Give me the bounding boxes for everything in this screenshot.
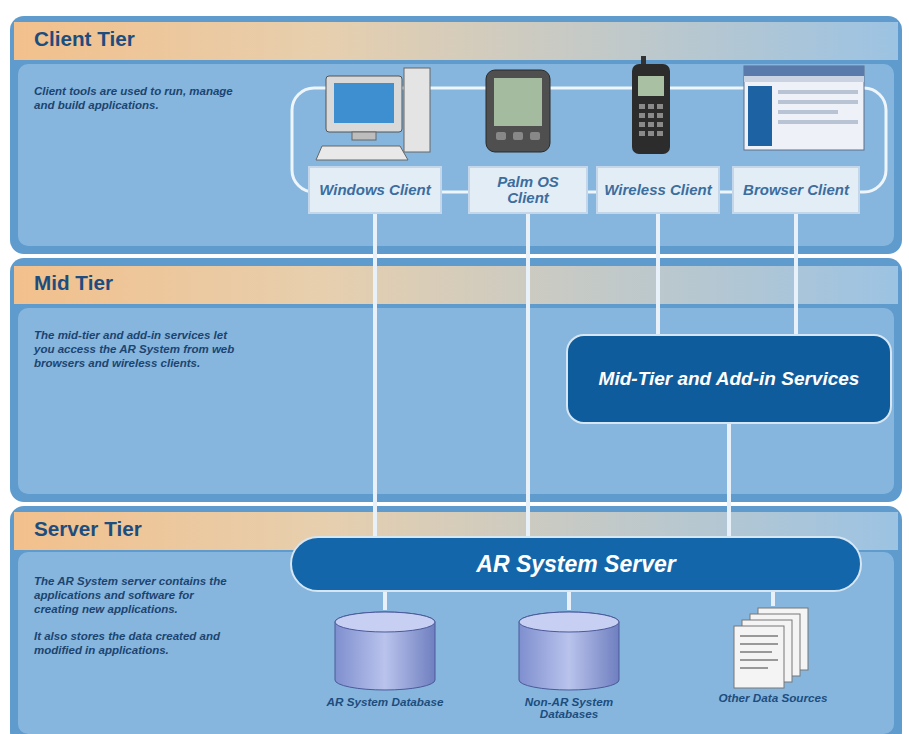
desktop-icon xyxy=(316,68,430,160)
client-box: Wireless Client xyxy=(596,166,720,214)
connector xyxy=(796,214,797,334)
node-label: Browser Client xyxy=(743,182,849,199)
connector xyxy=(375,214,376,536)
tier-panels xyxy=(10,16,902,734)
connector xyxy=(658,214,659,334)
tier-description: It also stores the data created and modi… xyxy=(34,630,239,658)
tier-heading: Client Tier xyxy=(18,18,290,51)
label-wrap: Browser Client xyxy=(743,182,849,199)
database-cylinder xyxy=(329,610,441,694)
label-wrap: Palm OS Client xyxy=(476,174,580,207)
node-label: Wireless Client xyxy=(604,182,711,199)
node-label: AR System Database xyxy=(320,696,450,708)
service-box: Mid-Tier and Add-in Services xyxy=(566,334,892,424)
tier-heading: Mid Tier xyxy=(18,262,290,295)
connector-line xyxy=(373,214,377,536)
database-cylinder xyxy=(513,610,625,694)
label-wrap: Wireless Client xyxy=(604,182,711,199)
connector-line xyxy=(567,592,571,610)
tier-band: Client TierClient tools are used to run,… xyxy=(18,18,290,250)
client-box: Palm OS Client xyxy=(468,166,588,214)
tier-band: Mid TierThe mid-tier and add-in services… xyxy=(18,262,290,498)
label-wrap: Mid-Tier and Add-in Services xyxy=(599,368,860,390)
connector xyxy=(569,592,570,610)
node-label: Windows Client xyxy=(319,182,431,199)
browser-icon xyxy=(744,66,864,150)
connector-line xyxy=(383,592,387,610)
connector-line xyxy=(656,214,660,334)
connector-line xyxy=(727,424,731,536)
connector-line xyxy=(526,214,530,536)
database-node: AR System Database xyxy=(320,610,450,728)
connector xyxy=(528,214,529,536)
tier-description: Client tools are used to run, manage and… xyxy=(34,85,239,113)
documents-icon xyxy=(728,606,818,690)
tier-description: The AR System server contains the applic… xyxy=(34,575,239,616)
label-wrap: Windows Client xyxy=(319,182,431,199)
tier-band: Server TierThe AR System server contains… xyxy=(18,508,286,732)
server-box: AR System Server xyxy=(290,536,862,592)
connector xyxy=(773,592,774,606)
node-label: Palm OS Client xyxy=(476,174,580,207)
node-label: Non-AR System Databases xyxy=(496,696,642,721)
node-label: Other Data Sources xyxy=(718,692,828,704)
connector xyxy=(385,592,386,610)
label-wrap: AR System Server xyxy=(476,551,675,578)
palm-icon xyxy=(486,70,550,152)
node-label: Mid-Tier and Add-in Services xyxy=(599,368,860,390)
node-label: AR System Server xyxy=(476,551,675,578)
connector-line xyxy=(794,214,798,334)
database-node: Non-AR System Databases xyxy=(496,610,642,728)
tier-description: The mid-tier and add-in services let you… xyxy=(34,329,239,370)
client-box: Browser Client xyxy=(732,166,860,214)
client-box: Windows Client xyxy=(308,166,442,214)
tier-heading: Server Tier xyxy=(18,508,286,541)
connector xyxy=(729,424,730,536)
data-source-node: Other Data Sources xyxy=(718,606,828,728)
connector-line xyxy=(771,592,775,606)
phone-icon xyxy=(632,56,670,154)
